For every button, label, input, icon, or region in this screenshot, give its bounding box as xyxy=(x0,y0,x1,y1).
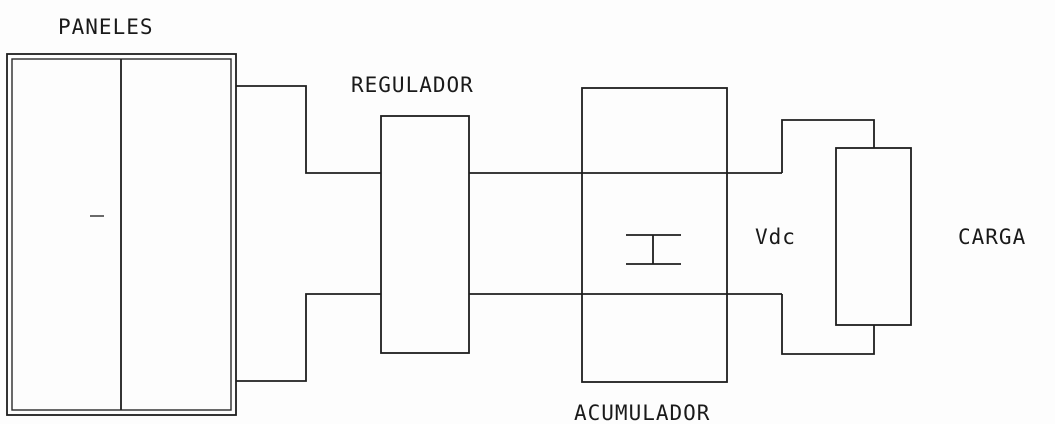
battery-block xyxy=(581,87,728,383)
panels-negative-wire xyxy=(236,293,381,382)
solar-panels-block xyxy=(6,53,237,416)
panels-outer-frame xyxy=(6,53,237,416)
load-label: CARGA xyxy=(958,225,1026,249)
panels-to-regulator-wires xyxy=(236,85,381,382)
battery-frame xyxy=(581,87,728,383)
load-block xyxy=(835,147,912,326)
bus-to-load-wires xyxy=(781,119,875,355)
panels-positive-wire xyxy=(236,85,381,174)
battery-label: ACUMULADOR xyxy=(574,401,710,424)
voltage-label: Vdc xyxy=(755,225,796,249)
regulator-block xyxy=(380,115,470,354)
load-positive-wire xyxy=(781,119,875,173)
dc-bus-wires xyxy=(469,172,782,295)
regulator-label: REGULADOR xyxy=(351,73,474,97)
load-negative-wire xyxy=(781,294,875,355)
panels-label: PANELES xyxy=(58,15,154,39)
